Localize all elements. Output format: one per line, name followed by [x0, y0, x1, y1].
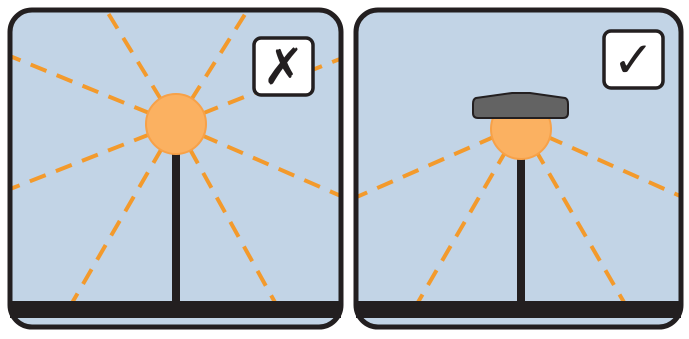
badge-box [602, 29, 665, 90]
lamp-pole [172, 150, 180, 305]
ground [10, 301, 341, 318]
ray-down-right-shallow [175, 122, 341, 202]
check-mark-icon: ✓ [613, 31, 655, 89]
ray-left-down [408, 123, 523, 318]
badge-check: ✓ [602, 29, 665, 90]
ray-up-left [10, 50, 177, 126]
badge-box [252, 36, 315, 97]
badge-cross: ✗ [252, 36, 315, 97]
cross-mark-icon: ✗ [263, 38, 305, 96]
ray-up-right-steep [174, 10, 256, 126]
lamp-pole [517, 150, 525, 305]
light-bulb [145, 93, 207, 155]
panel-border [7, 7, 344, 330]
ground [356, 301, 681, 318]
ray-right-down [519, 123, 634, 318]
ray-down-right [174, 123, 284, 316]
ray-up-left-steep [98, 10, 178, 126]
light-rays [10, 10, 341, 317]
ray-down-left [63, 122, 178, 317]
panel-unshielded: ✗ [7, 7, 344, 330]
light-shield [472, 92, 569, 119]
panel-shielded: ✓ [353, 7, 684, 330]
panel-border [353, 7, 684, 330]
ray-down-left-shallow [10, 122, 177, 195]
